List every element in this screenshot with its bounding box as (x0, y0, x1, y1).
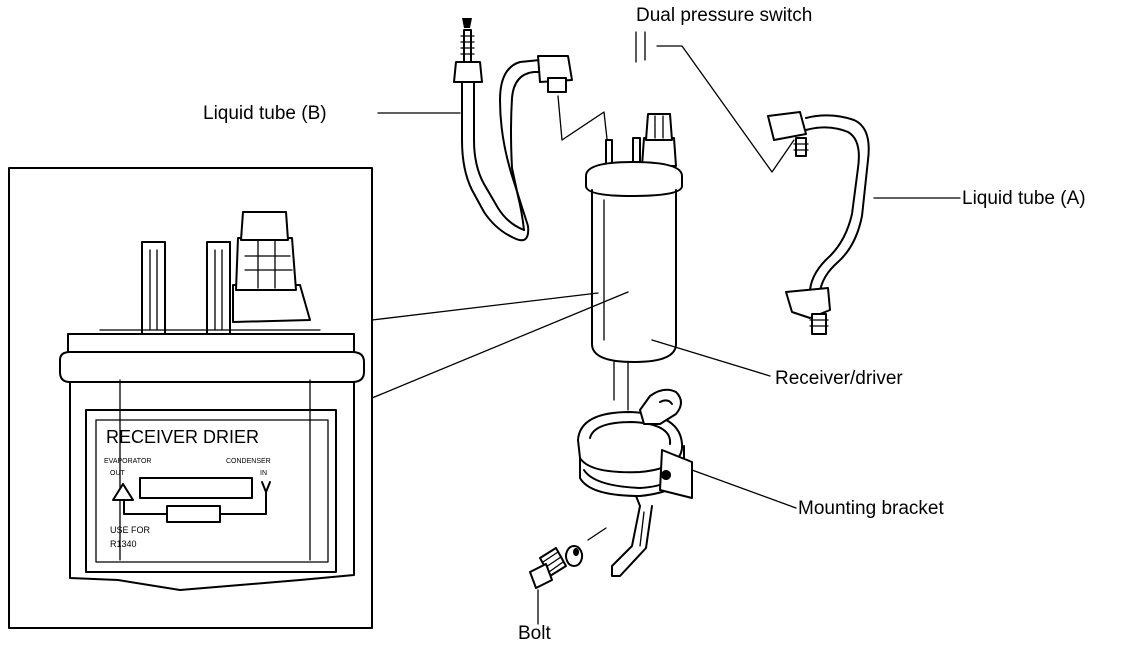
bolt-axis-line (587, 527, 607, 541)
bolt-assembly (529, 527, 607, 589)
plate-condenser: CONDENSER (226, 458, 271, 465)
assembly-path-b (557, 95, 609, 149)
bracket-leg (611, 495, 653, 577)
plate-use-for: USE FOR (110, 525, 151, 535)
receiver-drier (585, 113, 683, 411)
plate-in: IN (260, 470, 267, 477)
label-plate (85, 409, 337, 573)
liquid-tube-b (453, 18, 573, 242)
callout-bolt: Bolt (518, 623, 551, 644)
plate-refrigerant: R1340 (110, 539, 137, 549)
closeup-stud-left (141, 241, 166, 336)
bracket-ear (639, 388, 682, 425)
liquid-tube-a (767, 111, 870, 335)
plate-title: RECEIVER DRIER (106, 427, 260, 447)
detail-inset (8, 167, 629, 629)
drier-body (591, 189, 677, 363)
bracket-band-top (577, 411, 684, 474)
callout-mounting-bracket: Mounting bracket (798, 498, 944, 519)
bracket-tab (659, 449, 693, 499)
flow-arrow-in (261, 481, 271, 493)
label-plate-inner (95, 419, 329, 563)
tube-b-thread (463, 29, 472, 63)
tube-a-top-fitting (767, 111, 807, 141)
pressure-switch-cap (645, 113, 673, 141)
callout-dual-pressure-switch: Dual pressure switch (636, 5, 813, 26)
flow-arrow-out (112, 483, 134, 501)
plate-out: OUT (110, 470, 125, 477)
tube-b-nut (453, 61, 483, 83)
washer (565, 545, 584, 567)
mounting-bracket (577, 388, 693, 577)
leader-receiver (651, 339, 771, 377)
switch-leader-guide (635, 31, 646, 63)
drier-top (585, 161, 683, 197)
flow-window (139, 477, 253, 499)
closeup-switch-cap (240, 211, 289, 241)
flow-filter (166, 505, 221, 523)
callout-liquid-tube-b: Liquid tube (B) (203, 103, 327, 124)
leader-bracket (691, 469, 797, 509)
closeup-switch-body (235, 237, 297, 291)
plate-evaporator: EVAPORATOR (104, 458, 152, 465)
closeup-rim (59, 351, 365, 383)
drier-closeup (59, 211, 365, 591)
callout-receiver-driver: Receiver/driver (775, 368, 903, 389)
closeup-body (69, 381, 355, 591)
assembly-path-a (656, 45, 795, 173)
callout-liquid-tube-a: Liquid tube (A) (962, 188, 1086, 209)
closeup-stud-right (206, 241, 231, 336)
detail-inset-frame (8, 167, 373, 629)
bolt-head (529, 563, 553, 589)
detail-pointer-top (371, 292, 599, 321)
detail-pointer-bottom (371, 291, 629, 399)
tube-b-fitting (537, 55, 573, 83)
